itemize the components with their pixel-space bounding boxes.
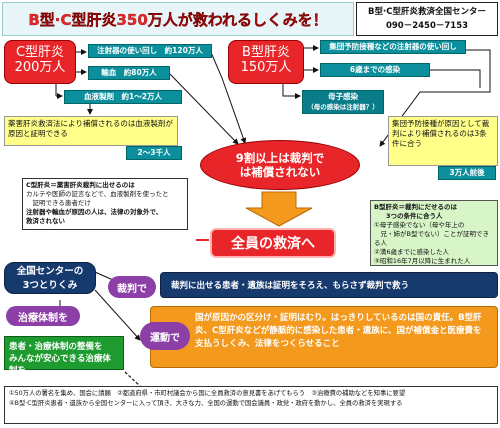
- b-detail-item1: ①母子感染でない（母や年上の: [374, 221, 465, 229]
- movement-effort-box: 国が原因かの区分け・証明はむり。はっきりしているのは国の責任。B型肝炎、C型肝炎…: [150, 306, 498, 368]
- not-compensated-line2: は補償されない: [239, 165, 321, 179]
- c-hepatitis-box: C型肝炎 200万人: [4, 40, 76, 84]
- treatment-system-line1: 患者・治療体制の整備を: [9, 342, 103, 352]
- c-hep-label: C型肝炎: [15, 45, 65, 60]
- b-detail-subtitle: 3つの条件に合う人: [386, 212, 443, 220]
- not-compensated-oval: 9割以上は裁判で は補償されない: [200, 140, 360, 190]
- org-phone: 090－2450－7153: [385, 21, 469, 31]
- b-needle-box: 集団予防接種などの注射器の使い回し: [320, 40, 466, 54]
- treatment-system-line2: みんなが安心できる治療体制を: [9, 354, 111, 376]
- center-efforts-title: 全国センターの 3つとりくみ: [4, 262, 96, 294]
- c-detail-line2: 証明できる患者だけ: [26, 199, 91, 207]
- c-blood-box: 輸血 約80万人: [88, 66, 170, 80]
- rescue-all-box: 全員の救済へ: [210, 228, 336, 258]
- lawsuit-pill: 裁判で: [108, 276, 156, 298]
- c-detail-line1: カルテや医師の証言などで、血液製剤を使ったと: [26, 190, 169, 198]
- center-efforts-line1: 全国センターの: [16, 266, 84, 277]
- b-mother-child-box: 母子感染 （母の感染は注射器？）: [302, 90, 384, 114]
- footer-line1: ①50万人の署名を集め、国会に請願 ②都道府県・市町村議会から国に全員救済の意見…: [9, 390, 406, 397]
- b-compensation-note: 集団予防接種が原因として裁判により補償されるのは3条件に合う: [388, 116, 498, 166]
- b-hepatitis-box: B型肝炎 150万人: [228, 40, 304, 84]
- movement-pill: 運動で: [140, 322, 190, 350]
- b-under6-box: 6歳までの感染: [320, 63, 430, 77]
- b-detail-item3: ③昭和16年7月以降に生まれた人: [374, 257, 471, 265]
- center-efforts-line2: 3つとりくみ: [22, 280, 78, 291]
- c-preparation-box: 血液製剤 約1～2万人: [64, 90, 182, 104]
- treatment-system-pill: 治療体制を: [6, 306, 80, 326]
- c-detail-line3: 注射器や輸血が原因の人は、法律の対象外で、: [26, 208, 163, 216]
- c-detail-title: C型肝炎＝薬害肝炎裁判に出せるのは: [26, 181, 135, 189]
- footer-notes: ①50万人の署名を集め、国会に請願 ②都道府県・市町村議会から国に全員救済の意見…: [4, 386, 498, 424]
- org-name: B型·C型肝炎救済全国センター: [368, 7, 486, 17]
- c-detail-line4: 救済されない: [26, 217, 65, 225]
- b-mother-child-label: 母子感染: [328, 92, 358, 101]
- title-banner: B型·C型肝炎350万人が救われるしくみを！: [2, 2, 354, 36]
- c-needle-box: 注射器の使い回し 約120万人: [88, 44, 212, 58]
- c-compensation-count: 2～3千人: [126, 146, 182, 160]
- c-compensation-note: 薬害肝炎救済法により補償されるのは血液製剤が原因と証明できる: [4, 116, 178, 146]
- c-hep-count: 200万人: [14, 60, 66, 75]
- page-title: B型·C型肝炎350万人が救われるしくみを！: [28, 10, 328, 29]
- b-hep-count: 150万人: [240, 60, 292, 75]
- lawsuit-effort-box: 裁判に出せる患者・遺族は証明をそろえ、もらさず裁判で救う: [160, 272, 498, 298]
- b-compensation-count: 3万人前後: [438, 166, 496, 180]
- b-mother-child-note: （母の感染は注射器？）: [307, 103, 379, 111]
- b-detail-title: B型肝炎＝裁判にだせるのは: [374, 203, 457, 211]
- b-hep-label: B型肝炎: [242, 45, 290, 60]
- treatment-system-box: 患者・治療体制の整備を みんなが安心できる治療体制を: [4, 336, 124, 376]
- footer-line2: ④B型·C型肝炎患者・遺族から全国センターに入って頂き、大きな力、全国の運動で国…: [9, 399, 403, 407]
- c-lawsuit-detail: C型肝炎＝薬害肝炎裁判に出せるのは カルテや医師の証言などで、血液製剤を使ったと…: [22, 178, 188, 230]
- org-contact-box: B型·C型肝炎救済全国センター 090－2450－7153: [356, 2, 498, 36]
- b-lawsuit-detail: B型肝炎＝裁判にだせるのは 3つの条件に合う人 ①母子感染でない（母や年上の 兄…: [370, 200, 498, 266]
- b-detail-item2: ②満6歳までに感染した人: [374, 248, 449, 256]
- b-detail-item1b: 兄・姉がB型でない）ことが証明できる人: [374, 230, 489, 247]
- not-compensated-line1: 9割以上は裁判で: [235, 151, 325, 165]
